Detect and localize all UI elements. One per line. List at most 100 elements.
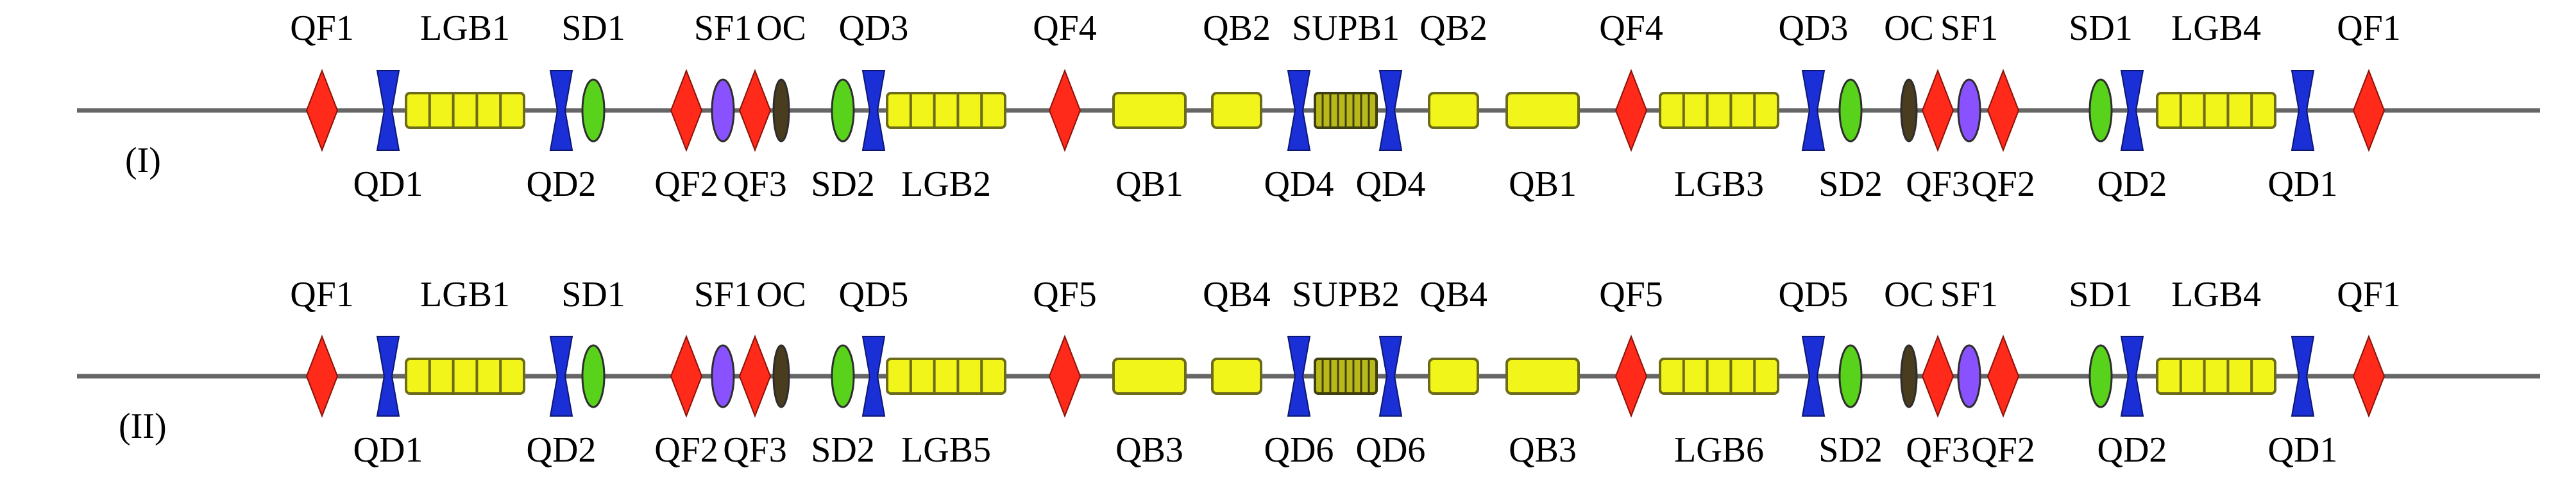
element-label-top: SF1 (694, 275, 752, 315)
sd-sextupole (1838, 344, 1863, 408)
element-label-top: QB2 (1419, 8, 1487, 48)
element-label-top: SD1 (561, 275, 625, 315)
dipole-magnet (405, 92, 525, 129)
element-label-bottom: QD2 (527, 164, 597, 204)
element-label-bottom: QD4 (1356, 164, 1426, 204)
sd-sextupole (2089, 344, 2113, 408)
qb-long-magnet (1505, 358, 1580, 395)
qb-long-magnet (1112, 92, 1187, 129)
element-label-top: QB4 (1203, 275, 1271, 315)
qb-short-magnet (1211, 358, 1262, 395)
focusing-quadrupole (1048, 334, 1081, 418)
defocusing-quadrupole (2291, 336, 2315, 417)
qb-long-magnet (1505, 92, 1580, 129)
element-label-top: OC (1884, 275, 1934, 315)
focusing-quadrupole (738, 334, 772, 418)
sd-sextupole (831, 344, 855, 408)
defocusing-quadrupole (1378, 336, 1403, 417)
focusing-quadrupole (1048, 69, 1081, 152)
focusing-quadrupole (1921, 69, 1954, 152)
qb-short-magnet (1428, 358, 1479, 395)
lattice-row-1: (I) QF1QD1LGB1QD2SD1QF2SF1QF3OCSD2QD3LGB… (77, 8, 2540, 204)
focusing-quadrupole (1614, 334, 1648, 418)
element-label-bottom: SD2 (1818, 430, 1883, 470)
sd-sextupole (581, 344, 606, 408)
sd-sextupole (831, 78, 855, 143)
defocusing-quadrupole (376, 336, 400, 417)
defocusing-quadrupole (2120, 336, 2144, 417)
octupole (1900, 344, 1918, 408)
defocusing-quadrupole (1287, 70, 1311, 151)
element-label-bottom: QF3 (723, 430, 787, 470)
dipole-magnet (2156, 92, 2276, 129)
defocusing-quadrupole (549, 70, 573, 151)
element-label-top: QF5 (1599, 275, 1663, 315)
element-label-bottom: QD4 (1264, 164, 1334, 204)
element-label-bottom: QB1 (1115, 164, 1183, 204)
row-label-1: (I) (125, 141, 161, 180)
element-label-bottom: QB3 (1115, 430, 1183, 470)
qb-long-magnet (1112, 358, 1187, 395)
element-label-bottom: QF3 (723, 164, 787, 204)
element-label-top: LGB4 (2171, 275, 2261, 315)
element-label-bottom: QB1 (1509, 164, 1577, 204)
element-label-bottom: LGB5 (901, 430, 991, 470)
element-label-top: SUPB2 (1292, 275, 1400, 315)
defocusing-quadrupole (2120, 70, 2144, 151)
element-label-top: SF1 (1940, 275, 1998, 315)
dipole-magnet (1659, 358, 1779, 395)
element-label-bottom: QF2 (1971, 430, 2035, 470)
element-label-top: QF1 (290, 275, 354, 315)
element-label-bottom: QD6 (1356, 430, 1426, 470)
element-label-top: QB4 (1419, 275, 1487, 315)
element-label-bottom: QD2 (2097, 164, 2167, 204)
element-label-bottom: QD2 (2097, 430, 2167, 470)
row-label-2: (II) (119, 406, 167, 446)
dipole-magnet (405, 358, 525, 395)
dipole-magnet (1659, 92, 1779, 129)
element-label-top: SF1 (694, 8, 752, 48)
defocusing-quadrupole (549, 336, 573, 417)
element-label-top: QD5 (839, 275, 909, 315)
sf-sextupole (711, 344, 735, 408)
element-label-bottom: QF3 (1906, 430, 1970, 470)
element-label-top: OC (756, 8, 806, 48)
element-label-top: OC (1884, 8, 1934, 48)
sf-sextupole (1957, 78, 1981, 143)
element-label-top: SD1 (561, 8, 625, 48)
element-label-top: OC (756, 275, 806, 315)
superbend-magnet (1314, 358, 1378, 395)
focusing-quadrupole (1921, 334, 1954, 418)
sf-sextupole (1957, 344, 1981, 408)
focusing-quadrupole (1987, 69, 2020, 152)
row-1-elements: QF1QD1LGB1QD2SD1QF2SF1QF3OCSD2QD3LGB2QF4… (290, 8, 2401, 204)
focusing-quadrupole (2352, 334, 2385, 418)
sd-sextupole (2089, 78, 2113, 143)
defocusing-quadrupole (1801, 336, 1826, 417)
sf-sextupole (711, 78, 735, 143)
dipole-magnet (2156, 358, 2276, 395)
element-label-bottom: SD2 (811, 430, 875, 470)
octupole (1900, 78, 1918, 143)
element-label-top: QF1 (2337, 275, 2401, 315)
element-label-top: SUPB1 (1292, 8, 1400, 48)
lattice-row-2: (II) QF1QD1LGB1QD2SD1QF2SF1QF3OCSD2QD5LG… (77, 275, 2540, 470)
element-label-bottom: QD1 (2268, 430, 2338, 470)
sd-sextupole (581, 78, 606, 143)
element-label-bottom: QD1 (2268, 164, 2338, 204)
element-label-top: LGB4 (2171, 8, 2261, 48)
element-label-bottom: QD6 (1264, 430, 1334, 470)
qb-short-magnet (1211, 92, 1262, 129)
dipole-magnet (886, 92, 1006, 129)
element-label-top: LGB1 (420, 275, 510, 315)
focusing-quadrupole (305, 69, 339, 152)
dipole-magnet (886, 358, 1006, 395)
element-label-bottom: SD2 (811, 164, 875, 204)
element-label-top: QD3 (1779, 8, 1849, 48)
element-label-top: QF1 (2337, 8, 2401, 48)
focusing-quadrupole (305, 334, 339, 418)
defocusing-quadrupole (1287, 336, 1311, 417)
element-label-bottom: QB3 (1509, 430, 1577, 470)
